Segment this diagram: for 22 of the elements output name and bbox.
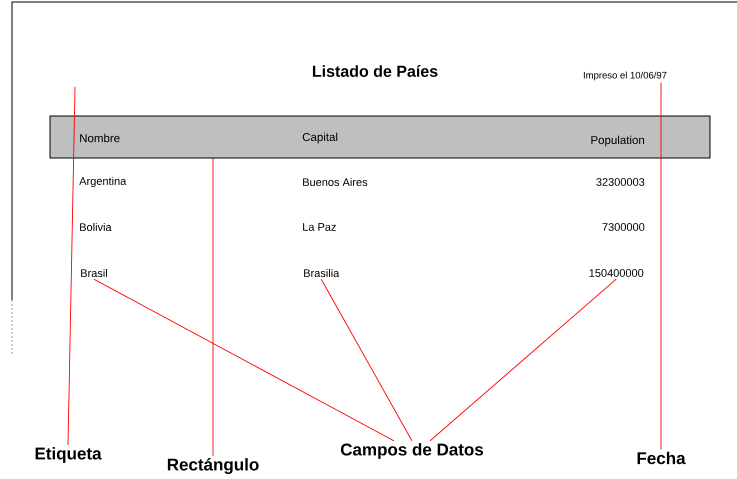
table-cell-text: La Paz xyxy=(303,223,336,231)
table-cell-text: Buenos Aires xyxy=(303,178,368,186)
callout-label: Rectángulo xyxy=(168,458,259,474)
leader-line xyxy=(320,278,412,442)
field-text: Brasil xyxy=(81,268,107,278)
table-cell-text: Argentina xyxy=(79,176,126,188)
leader-line xyxy=(68,86,76,446)
report-title: Listado de Paíes xyxy=(312,65,438,77)
field-text: Brasilia xyxy=(304,268,340,278)
leader-line xyxy=(94,278,394,442)
leader-line xyxy=(660,82,662,450)
date-text: Impreso el 10/06/97 xyxy=(584,72,666,80)
table-cell-text: 7300000 xyxy=(602,223,644,231)
callout-label: Fecha xyxy=(638,452,686,464)
table-cell-text: 32300003 xyxy=(596,178,644,186)
leader-line xyxy=(212,158,214,456)
leader-line xyxy=(430,278,617,442)
callout-label: Campos de Datos xyxy=(340,443,484,459)
field-text: 150400000 xyxy=(590,269,644,277)
table-cell-text: Bolivia xyxy=(80,222,112,232)
header-band: Nombre Capital Population xyxy=(50,116,710,158)
callout-label: Etiqueta xyxy=(36,447,102,463)
